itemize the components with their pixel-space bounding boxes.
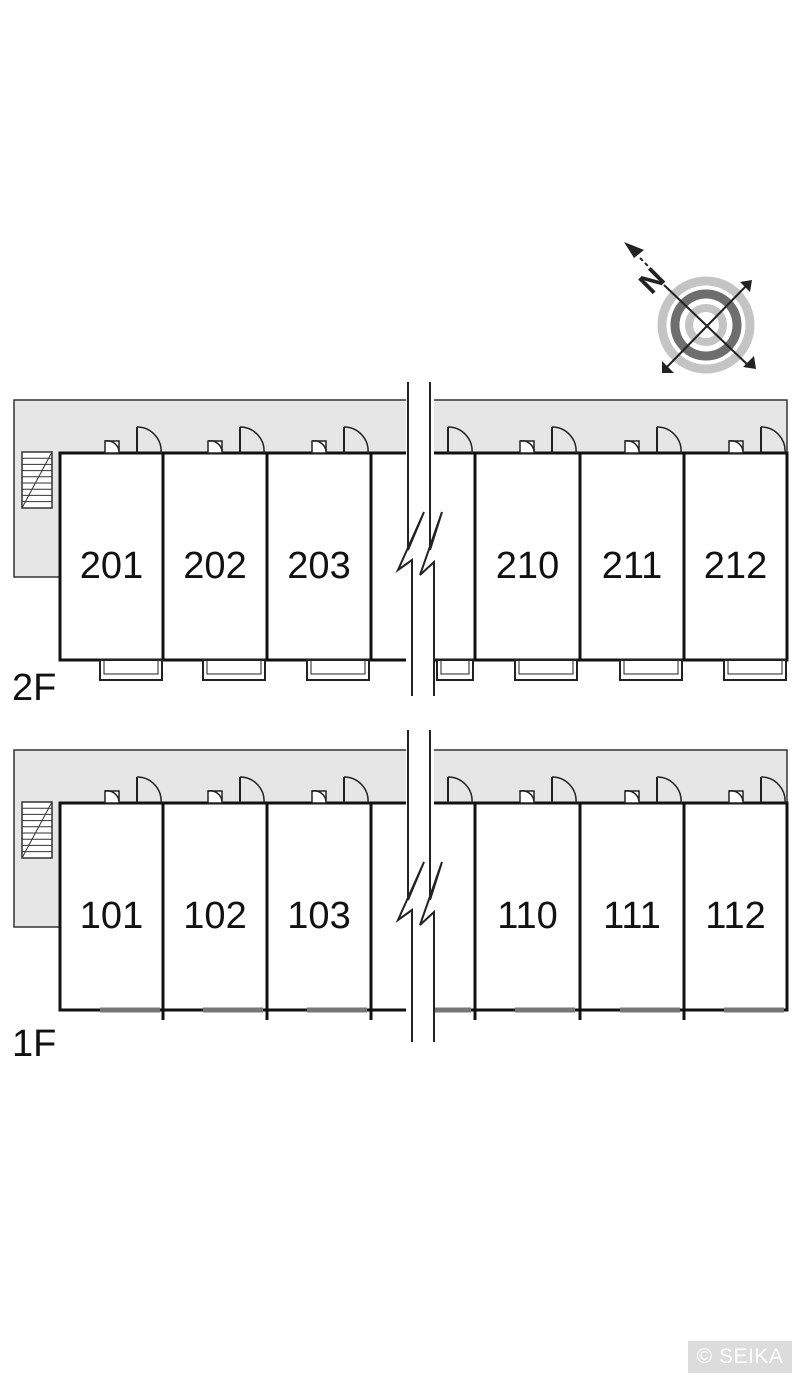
unit-entrance bbox=[104, 776, 162, 804]
unit-number-112: 112 bbox=[705, 895, 766, 937]
balcony bbox=[514, 659, 578, 681]
unit-number-211: 211 bbox=[602, 545, 663, 587]
break-line-left bbox=[395, 730, 425, 1042]
door-swing-icon bbox=[239, 776, 265, 804]
unit-number-102: 102 bbox=[183, 895, 246, 937]
balcony bbox=[306, 659, 370, 681]
staircase bbox=[21, 451, 53, 509]
balcony-inner bbox=[206, 659, 262, 675]
floor-1f: 101 102 103 110 111 112 1F bbox=[12, 730, 789, 1065]
door-swing-icon bbox=[656, 426, 682, 454]
balcony-inner bbox=[518, 659, 574, 675]
compass-arrow-head-icon bbox=[662, 361, 674, 373]
door-swing-icon bbox=[239, 426, 265, 454]
compass-axis-line bbox=[665, 283, 749, 369]
unit-number-110: 110 bbox=[497, 895, 558, 937]
meter-box-arc bbox=[311, 790, 327, 802]
unit-number-202: 202 bbox=[183, 545, 246, 587]
balcony-inner bbox=[623, 659, 679, 675]
meter-box-arc bbox=[207, 440, 223, 452]
door-swing-icon bbox=[760, 776, 786, 804]
meter-box-arc bbox=[728, 440, 744, 452]
compass-arrow-head-icon bbox=[743, 356, 756, 369]
break-line-right bbox=[419, 730, 443, 1042]
stair-diagonal bbox=[21, 801, 53, 859]
door-swing-icon bbox=[656, 776, 682, 804]
unit-entrance bbox=[519, 426, 577, 454]
unit-number-103: 103 bbox=[287, 895, 350, 937]
floor-2f: 201 202 203 210 211 212 2F bbox=[12, 382, 789, 709]
copyright-badge: © SEIKA bbox=[688, 1341, 792, 1373]
compass-middle-ring bbox=[670, 289, 742, 361]
compass-rose: N bbox=[624, 242, 756, 374]
north-arrow-icon bbox=[624, 242, 644, 258]
balcony-inner bbox=[727, 659, 783, 675]
balcony bbox=[723, 659, 787, 681]
plan-break-mark bbox=[395, 382, 443, 696]
door-swing-icon bbox=[447, 426, 473, 454]
balcony-inner bbox=[440, 659, 470, 675]
door-swing-icon bbox=[447, 776, 473, 804]
balcony bbox=[99, 659, 163, 681]
break-line-right bbox=[419, 382, 443, 696]
balcony-inner bbox=[103, 659, 159, 675]
meter-box-arc bbox=[104, 790, 120, 802]
door-swing-icon bbox=[343, 426, 369, 454]
meter-box-arc bbox=[104, 440, 120, 452]
balcony bbox=[436, 659, 474, 681]
door-swing-icon bbox=[551, 776, 577, 804]
floor-label: 2F bbox=[12, 667, 56, 709]
balcony-inner bbox=[310, 659, 366, 675]
unit-entrance bbox=[728, 426, 786, 454]
unit-entrance bbox=[104, 426, 162, 454]
meter-box-arc bbox=[207, 790, 223, 802]
unit-number-210: 210 bbox=[496, 545, 559, 587]
plan-break-mark bbox=[395, 730, 443, 1042]
unit-entrance bbox=[311, 776, 369, 804]
unit-number-111: 111 bbox=[603, 895, 661, 937]
floor-label: 1F bbox=[12, 1023, 56, 1065]
compass-arrow-head-icon bbox=[740, 280, 752, 292]
floors-layer: 201 202 203 210 211 212 2F 101 102 103 110 111 112 1F bbox=[12, 382, 789, 1065]
unit-number-212: 212 bbox=[704, 545, 767, 587]
meter-box-arc bbox=[519, 790, 535, 802]
stair-diagonal bbox=[21, 451, 53, 509]
compass-outer-ring bbox=[657, 276, 755, 374]
door-swing-icon bbox=[136, 776, 162, 804]
staircase bbox=[21, 801, 53, 859]
north-arrow-line bbox=[639, 257, 661, 279]
unit-entrance bbox=[207, 776, 265, 804]
unit-entrance bbox=[728, 776, 786, 804]
unit-entrance bbox=[447, 776, 473, 804]
meter-box-arc bbox=[624, 440, 640, 452]
meter-box-arc bbox=[624, 790, 640, 802]
unit-entrance bbox=[624, 426, 682, 454]
north-label: N bbox=[633, 262, 672, 301]
unit-entrance bbox=[207, 426, 265, 454]
balcony bbox=[202, 659, 266, 681]
unit-number-203: 203 bbox=[287, 545, 350, 587]
unit-entrance bbox=[447, 426, 473, 454]
door-swing-icon bbox=[551, 426, 577, 454]
meter-box-arc bbox=[519, 440, 535, 452]
unit-number-201: 201 bbox=[80, 545, 143, 587]
unit-entrance bbox=[624, 776, 682, 804]
unit-entrance bbox=[519, 776, 577, 804]
door-swing-icon bbox=[136, 426, 162, 454]
unit-entrance bbox=[311, 426, 369, 454]
balcony bbox=[619, 659, 683, 681]
door-swing-icon bbox=[343, 776, 369, 804]
door-swing-icon bbox=[760, 426, 786, 454]
compass-inner-ring bbox=[685, 304, 727, 346]
meter-box-arc bbox=[311, 440, 327, 452]
unit-number-101: 101 bbox=[80, 895, 143, 937]
break-line-left bbox=[395, 382, 425, 696]
meter-box-arc bbox=[728, 790, 744, 802]
